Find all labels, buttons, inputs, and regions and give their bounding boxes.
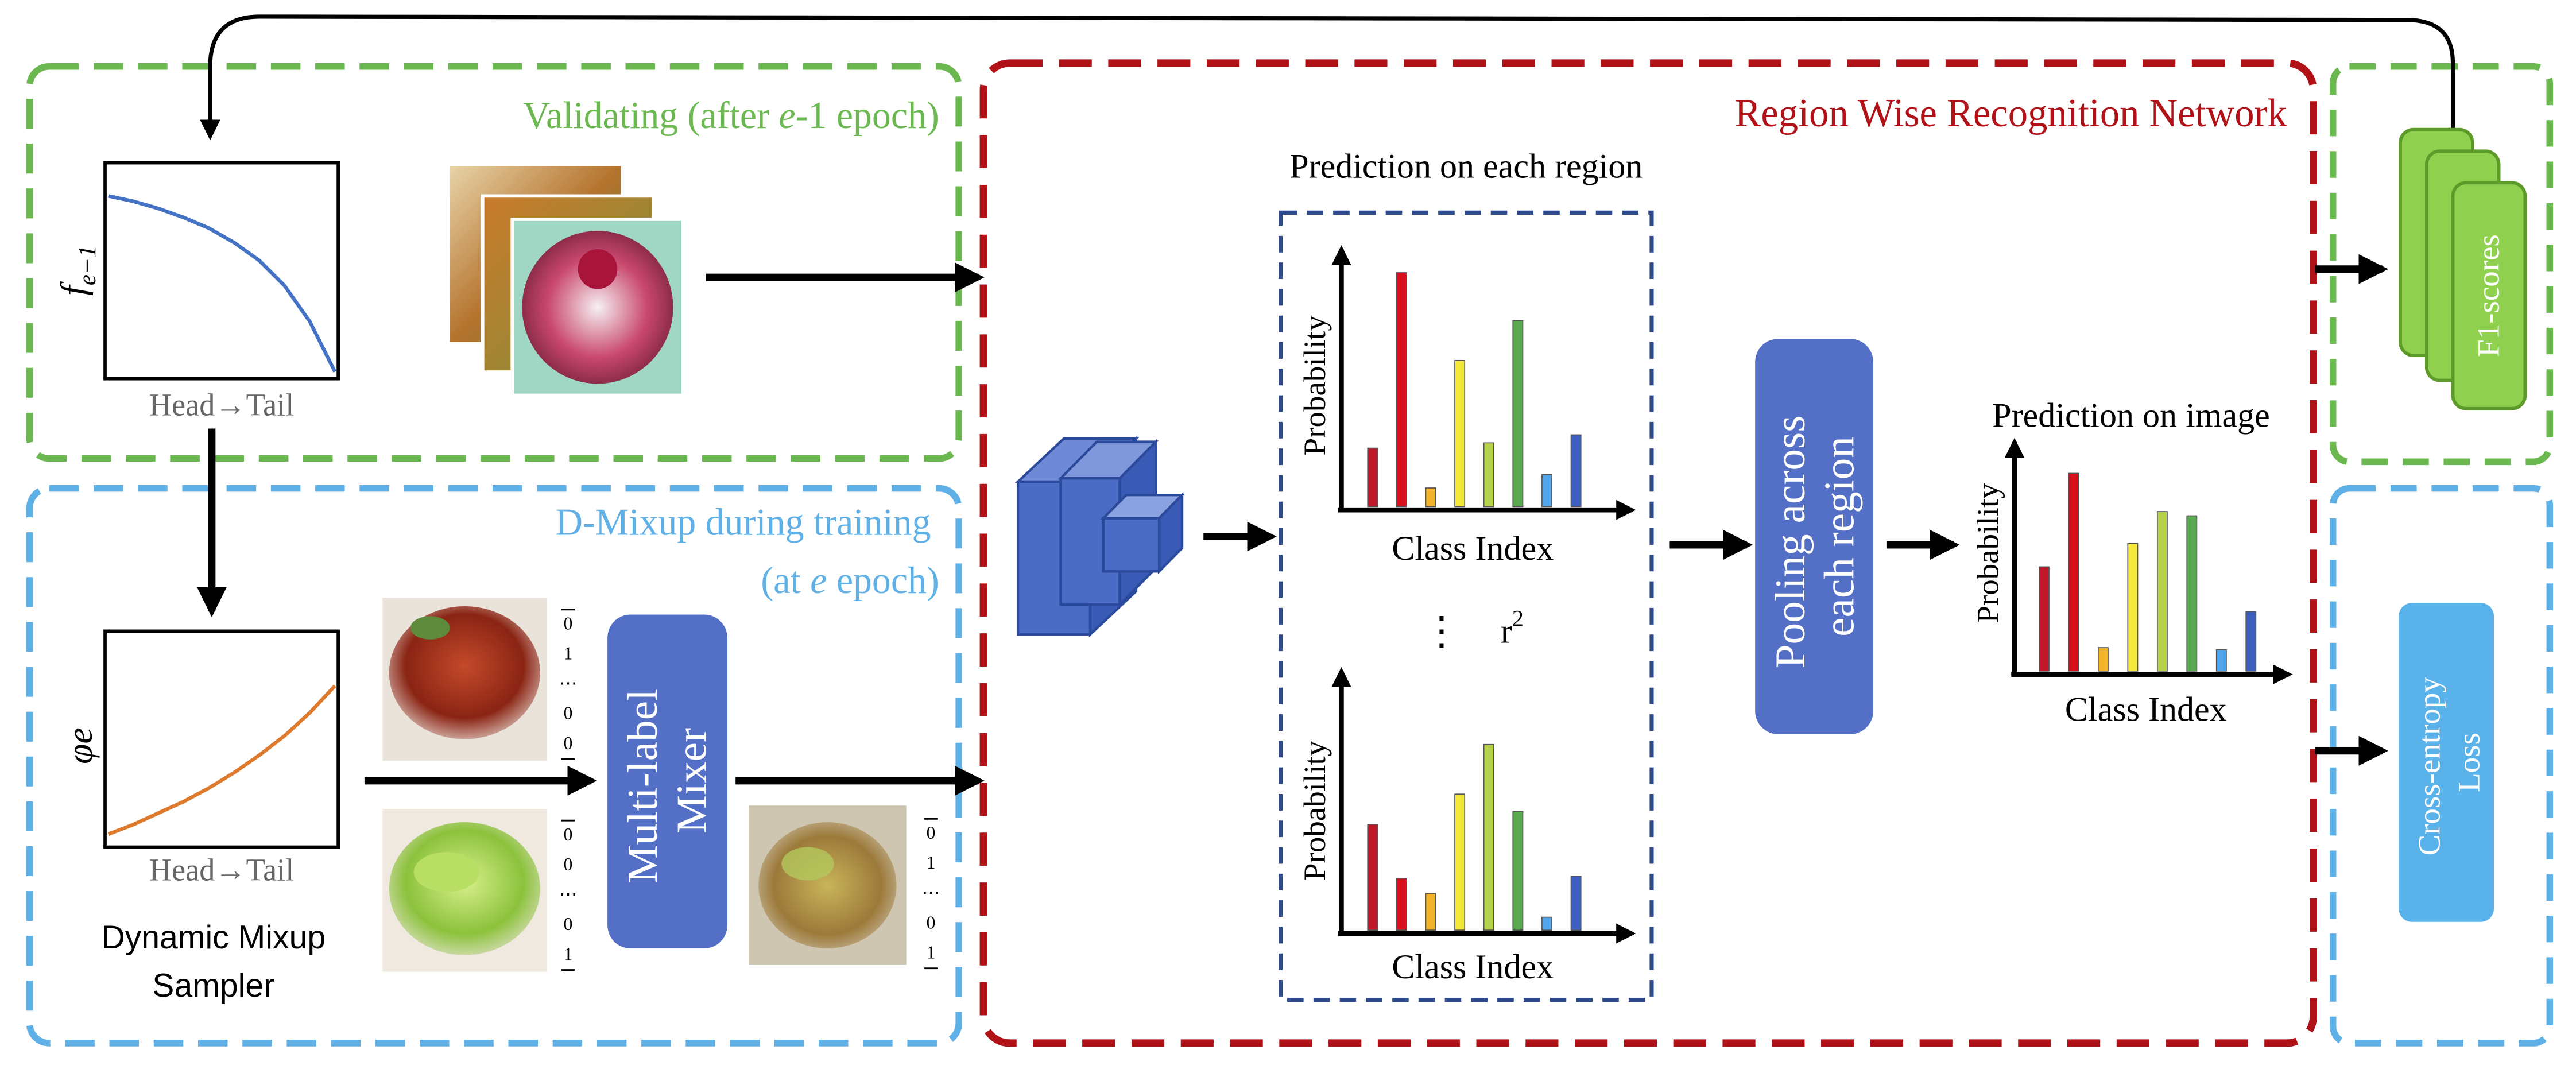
- region-prediction-title: Prediction on each region: [1289, 147, 1643, 185]
- region-chart-1-bar-4: [1454, 359, 1466, 508]
- region-ellipsis: ⋮: [1422, 609, 1462, 653]
- image-chart-bar-3: [2097, 647, 2109, 672]
- network-frame: [979, 59, 2317, 1047]
- label-vector-2: 0 0 ⋯ 0 1: [559, 819, 577, 971]
- image-chart-ylabel: Probability: [1970, 483, 2005, 623]
- region-chart-1-bar-5: [1483, 442, 1494, 508]
- region-chart-2-bar-1: [1367, 824, 1378, 931]
- pooling-label: Pooling across each region: [1767, 405, 1863, 669]
- image-chart-bar-8: [2245, 611, 2257, 672]
- mixed-label-vector-entry-3: ⋯: [922, 882, 940, 902]
- image-chart-bar-6: [2186, 515, 2198, 672]
- label-vector-1-entry-4: 0: [564, 703, 573, 723]
- region-count-label: r2: [1501, 606, 1524, 651]
- validation-f1-plot-frame: [103, 161, 340, 381]
- mixed-image: [749, 805, 907, 965]
- label-vector-1-entry-1: 0: [564, 613, 573, 633]
- region-chart-2-bars: [1367, 743, 1582, 931]
- network-title: Region Wise Recognition Network: [1735, 91, 2288, 135]
- sampler-plot-xlabel: Head→Tail: [149, 852, 295, 887]
- image-chart-bar-4: [2127, 543, 2139, 672]
- feedback-arrow: [200, 14, 2455, 141]
- image-chart-bars: [2039, 472, 2257, 672]
- multilabel-mixer-block: [607, 614, 727, 949]
- dmixup-title-line1: D-Mixup during training: [556, 501, 931, 543]
- image-chart-bar-1: [2039, 566, 2050, 672]
- dmixup-title-line2: (at e epoch): [761, 560, 939, 602]
- validation-f1-curve: [108, 194, 337, 373]
- region-chart-2-xlabel: Class Index: [1392, 948, 1554, 986]
- sampler-phi-curve: [107, 684, 336, 836]
- region-chart-1-bar-7: [1541, 474, 1552, 508]
- image-chart-bar-5: [2156, 511, 2168, 672]
- label-vector-2-entry-3: ⋯: [559, 884, 577, 904]
- region-chart-2: Probability Class Index: [1297, 667, 1636, 986]
- label-vector-1-entry-5: 0: [564, 733, 573, 753]
- sampler-plot-ylabel: φe: [60, 727, 100, 764]
- label-vector-1-entry-3: ⋯: [559, 673, 577, 694]
- multilabel-mixer-label: Multi-label Mixer: [619, 678, 715, 883]
- label-vector-2-entry-2: 0: [564, 854, 573, 874]
- region-chart-2-ylabel: Probability: [1297, 740, 1332, 881]
- f1-frame: [2330, 63, 2553, 466]
- validation-plot-ylabel: fe−1: [53, 245, 101, 296]
- validation-plot-xlabel: Head→Tail: [149, 387, 295, 422]
- region-chart-2-bar-7: [1541, 916, 1552, 931]
- image-chart-xlabel: Class Index: [2065, 690, 2227, 729]
- sampler-plot-frame: [103, 629, 340, 849]
- validation-food-images: [450, 166, 685, 397]
- mixup-input-image-1: [382, 598, 547, 761]
- region-chart-1-ylabel: Probability: [1297, 315, 1332, 455]
- label-vector-2-entry-4: 0: [564, 914, 573, 934]
- region-chart-1-bar-3: [1425, 487, 1436, 508]
- region-chart-1-bar-1: [1367, 447, 1378, 508]
- region-chart-1-bars: [1367, 272, 1582, 508]
- food-image-3-dish: [522, 231, 673, 384]
- cross-entropy-block: [2399, 603, 2494, 922]
- validating-title: Validating (after e-1 epoch): [523, 94, 939, 136]
- label-vector-1-entry-2: 1: [564, 643, 573, 663]
- mixed-label-vector-entry-5: 1: [927, 942, 936, 962]
- mixed-label-vector-entry-4: 0: [927, 912, 936, 932]
- region-chart-1: Probability Class Index: [1297, 245, 1636, 568]
- mixed-label-vector: 0 1 ⋯ 0 1: [922, 818, 940, 970]
- label-vector-2-entry-5: 1: [564, 944, 573, 964]
- pooling-block: [1755, 339, 1874, 734]
- loss-frame: [2330, 485, 2553, 1047]
- region-chart-2-bar-3: [1425, 893, 1436, 931]
- region-chart-2-bar-8: [1570, 876, 1582, 931]
- mixed-label-vector-entry-2: 1: [927, 853, 936, 873]
- mixup-input-image-2: [382, 808, 547, 972]
- mixed-label-vector-entry-1: 0: [927, 823, 936, 843]
- region-chart-2-bar-4: [1454, 793, 1466, 931]
- region-chart-2-bar-6: [1512, 811, 1524, 931]
- validating-frame: [26, 63, 962, 462]
- region-chart-1-bar-6: [1512, 320, 1524, 508]
- f1-scores-stack: F1-scores: [2399, 127, 2527, 410]
- f1-scores-label: F1-scores: [2471, 234, 2506, 357]
- image-chart-bar-2: [2068, 472, 2079, 672]
- image-prediction-title: Prediction on image: [1992, 396, 2270, 435]
- region-chart-1-xlabel: Class Index: [1392, 529, 1554, 568]
- cross-entropy-label: Cross-entropy Loss: [2412, 669, 2486, 855]
- label-vector-1: 0 1 ⋯ 0 0: [559, 609, 577, 760]
- region-chart-2-bar-2: [1396, 878, 1407, 931]
- sampler-caption-line1: Dynamic Mixup: [101, 919, 326, 956]
- region-chart-1-bar-2: [1396, 272, 1407, 508]
- image-chart: Probability Class Index: [1970, 437, 2293, 729]
- image-chart-bar-7: [2215, 649, 2227, 672]
- sampler-caption-line2: Sampler: [152, 967, 274, 1004]
- label-vector-2-entry-1: 0: [564, 824, 573, 845]
- region-chart-2-bar-5: [1483, 743, 1494, 931]
- cnn-backbone-icon: [1014, 435, 1186, 638]
- region-chart-1-bar-8: [1570, 434, 1582, 508]
- region-predictions-box: [1279, 210, 1654, 1002]
- food-image-3-center: [578, 249, 618, 289]
- f1-scores-block: [2451, 181, 2527, 410]
